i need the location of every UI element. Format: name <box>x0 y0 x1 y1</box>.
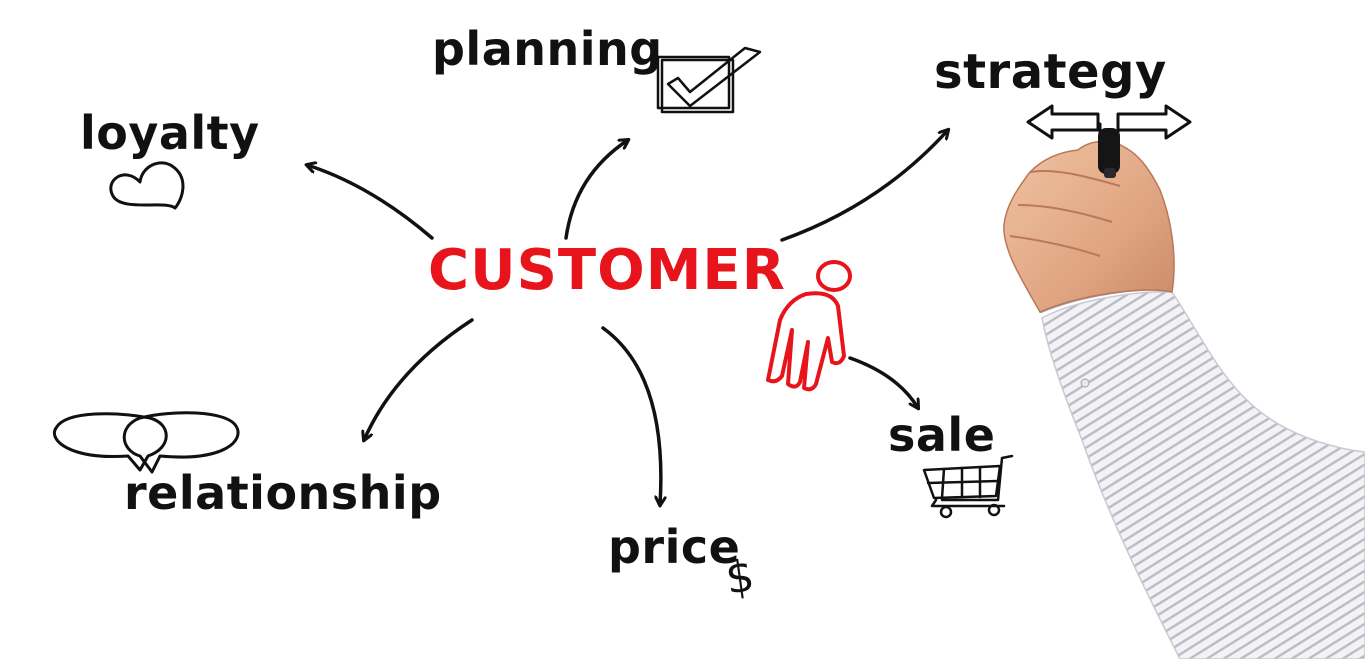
hand <box>1003 140 1175 313</box>
node-label-planning: planning <box>432 22 663 76</box>
arrow-to-sale <box>848 356 918 408</box>
arrows <box>307 130 948 505</box>
node-label-relationship: relationship <box>124 466 442 520</box>
node-label-price: price <box>608 520 741 574</box>
arrow-to-price <box>601 326 661 505</box>
arrow-to-strategy <box>780 130 948 242</box>
checkbox-icon <box>656 46 762 114</box>
person-icon <box>766 260 852 392</box>
shopping-cart-icon <box>922 454 1014 519</box>
hand-with-marker-illustration <box>1003 128 1365 659</box>
node-label-loyalty: loyalty <box>80 106 260 160</box>
arrow-to-planning <box>564 140 628 240</box>
marker-pen <box>1098 128 1120 174</box>
shirt-sleeve <box>1041 290 1365 659</box>
center-label-customer: CUSTOMER <box>428 238 786 303</box>
node-label-strategy: strategy <box>934 44 1167 100</box>
node-label-sale: sale <box>888 408 996 462</box>
heart-icon <box>109 161 185 210</box>
speech-bubbles-icon <box>53 411 240 474</box>
arrow-to-relationship <box>364 318 474 440</box>
arrow-to-loyalty <box>307 165 434 240</box>
